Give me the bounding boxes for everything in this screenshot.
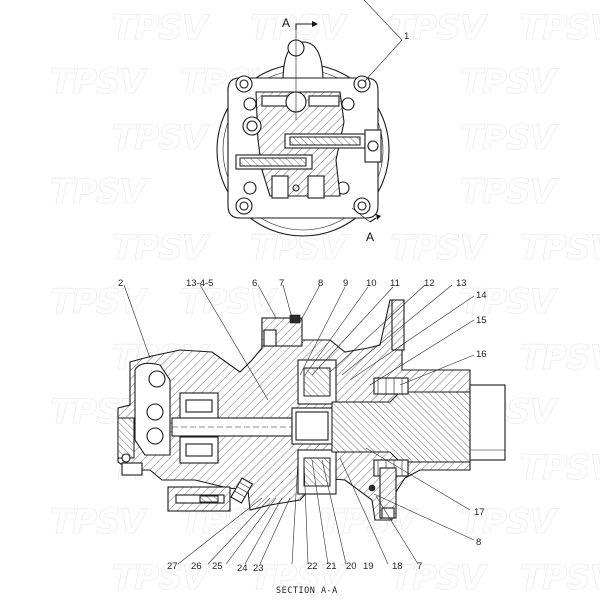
watermark: TPSV — [390, 8, 487, 49]
callout-7-bottom: 7 — [417, 561, 423, 572]
callout-12: 12 — [424, 278, 435, 289]
watermark: TPSV — [112, 118, 209, 159]
callout-26: 26 — [191, 561, 202, 572]
callout-6: 6 — [252, 278, 258, 289]
callout-19: 19 — [363, 561, 374, 572]
watermark: TPSV — [460, 282, 557, 323]
callout-17: 17 — [474, 507, 485, 518]
section-a-a-view — [117, 284, 506, 565]
callout-24: 24 — [237, 563, 248, 574]
section-marker-a-top: A — [282, 16, 291, 30]
watermark: TPSV — [460, 62, 557, 103]
watermark: TPSV — [460, 172, 557, 213]
watermark: TPSV — [520, 448, 600, 489]
section-title: SECTION A-A — [276, 586, 338, 596]
callout-21: 21 — [326, 561, 337, 572]
callout-9: 9 — [343, 278, 349, 289]
callout-22: 22 — [307, 561, 318, 572]
callout-2: 2 — [118, 278, 124, 289]
watermark: TPSV — [112, 8, 209, 49]
end-view — [216, 0, 403, 237]
watermark: TPSV — [520, 338, 600, 379]
callout-27: 27 — [167, 561, 178, 572]
callout-7-top: 7 — [279, 278, 285, 289]
watermark: TPSV — [250, 228, 347, 269]
watermark: TPSV — [50, 62, 147, 103]
callout-16: 16 — [476, 349, 487, 360]
callout-1: 1 — [404, 31, 410, 42]
watermark: TPSV — [50, 502, 147, 543]
watermark: TPSV — [520, 8, 600, 49]
callout-25: 25 — [212, 561, 223, 572]
watermark: TPSV — [460, 502, 557, 543]
callout-14: 14 — [476, 290, 487, 301]
watermark: TPSV — [390, 558, 487, 599]
callout-8-top: 8 — [318, 278, 324, 289]
watermark: TPSV — [250, 558, 347, 599]
callout-13: 13 — [456, 278, 467, 289]
watermark: TPSV — [520, 228, 600, 269]
callout-8-right: 8 — [476, 537, 482, 548]
watermark: TPSV — [112, 228, 209, 269]
callout-11: 11 — [390, 278, 400, 289]
callout-10: 10 — [366, 278, 377, 289]
callout-23: 23 — [253, 563, 264, 574]
watermark: TPSV — [112, 558, 209, 599]
callout-20: 20 — [346, 561, 357, 572]
callout-13-4-5: 13-4-5 — [186, 278, 214, 289]
watermark: TPSV — [390, 228, 487, 269]
watermark: TPSV — [460, 118, 557, 159]
callout-18: 18 — [392, 561, 403, 572]
section-marker-a-bottom: A — [366, 230, 375, 244]
watermark: TPSV — [520, 558, 600, 599]
watermark: TPSV — [50, 172, 147, 213]
callout-15: 15 — [476, 315, 487, 326]
